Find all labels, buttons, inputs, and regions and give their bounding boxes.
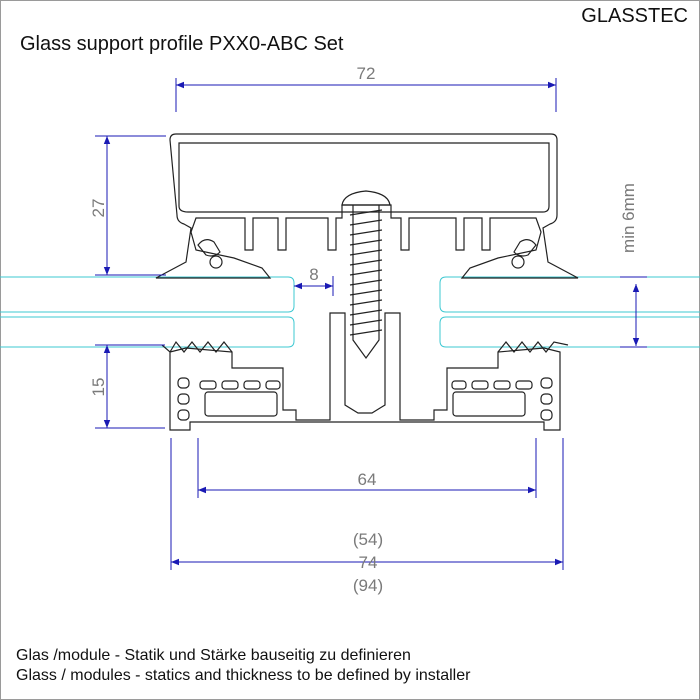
installer-note-english: Glass / modules - statics and thickness … bbox=[16, 667, 471, 684]
dimension-label-inner-width: 64 bbox=[358, 470, 377, 489]
dimension-label-height-bottom: 15 bbox=[89, 378, 108, 397]
dimension-label-gap: 8 bbox=[309, 265, 318, 284]
dimension-height-top bbox=[95, 135, 166, 276]
dimension-overall-width bbox=[170, 438, 564, 570]
base-profile bbox=[161, 312, 569, 431]
dimension-min-thickness bbox=[620, 276, 647, 348]
dimension-label-height-top: 27 bbox=[89, 199, 108, 218]
brand-label: GLASSTEC bbox=[581, 5, 688, 27]
dimension-height-bottom bbox=[95, 344, 165, 429]
dimension-label-width-large: (94) bbox=[353, 576, 383, 595]
glass-pane-left bbox=[0, 276, 295, 348]
glass-panes bbox=[0, 276, 700, 348]
dimension-label-top-width: 72 bbox=[357, 64, 376, 83]
installer-note-german: Glas /module - Statik und Stärke bauseit… bbox=[16, 647, 411, 664]
dimension-label-width-standard: 74 bbox=[359, 553, 378, 572]
drawing-title: Glass support profile PXX0-ABC Set bbox=[20, 33, 344, 55]
dimension-gap bbox=[294, 276, 334, 296]
fixing-screw bbox=[341, 190, 391, 360]
dimension-label-width-small: (54) bbox=[353, 530, 383, 549]
dimension-inner-width bbox=[197, 438, 537, 498]
dimension-top-width bbox=[175, 78, 557, 112]
dimension-label-min-thickness: min 6mm bbox=[619, 183, 638, 253]
glass-pane-right bbox=[439, 276, 700, 348]
cover-profile bbox=[155, 133, 579, 279]
